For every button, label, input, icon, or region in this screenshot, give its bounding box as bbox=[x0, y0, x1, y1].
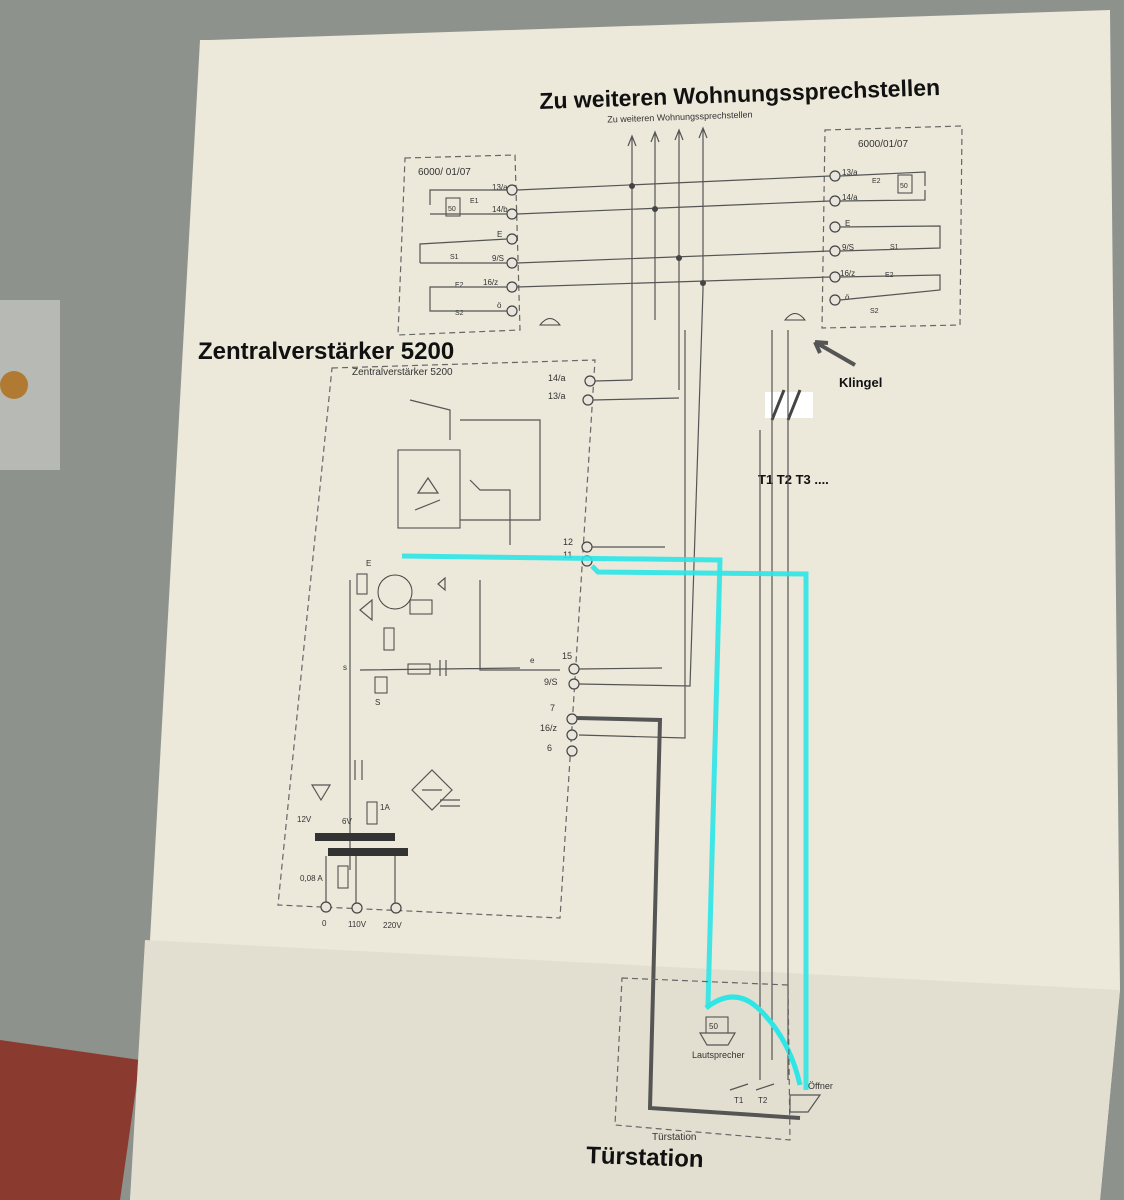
amplifier-block: Zentralverstärker 5200 14/a 13/a 12 11 E… bbox=[277, 359, 596, 930]
door-station: 50 Lautsprecher T1 T2 Öffner Türstation bbox=[614, 977, 833, 1143]
right-intercom-unit: 6000/01/07 50 13/a 14/a E 9/S 16/z ö E2 … bbox=[821, 125, 963, 329]
svg-text:13/a: 13/a bbox=[492, 183, 508, 192]
svg-text:T2: T2 bbox=[758, 1096, 768, 1105]
svg-text:220V: 220V bbox=[383, 921, 402, 930]
svg-text:50: 50 bbox=[709, 1022, 718, 1031]
svg-text:16/z: 16/z bbox=[840, 269, 855, 278]
svg-text:s: s bbox=[343, 663, 347, 672]
svg-text:6V: 6V bbox=[342, 817, 352, 826]
left-speaker-icon bbox=[445, 197, 461, 217]
schematic-paper bbox=[130, 10, 1120, 1200]
svg-text:S2: S2 bbox=[455, 310, 464, 317]
svg-text:6: 6 bbox=[547, 743, 552, 753]
svg-text:16/z: 16/z bbox=[540, 723, 558, 733]
svg-text:ö: ö bbox=[845, 293, 850, 302]
opener-label: Öffner bbox=[808, 1081, 833, 1091]
svg-text:11: 11 bbox=[563, 550, 572, 560]
svg-text:16/z: 16/z bbox=[483, 278, 498, 287]
svg-text:E2: E2 bbox=[455, 282, 464, 289]
svg-text:S1: S1 bbox=[450, 254, 459, 261]
transformer-primary bbox=[315, 833, 395, 841]
svg-text:0: 0 bbox=[322, 919, 327, 928]
speaker-label: Lautsprecher bbox=[692, 1050, 745, 1060]
svg-text:7: 7 bbox=[550, 703, 555, 713]
door-opener-icon bbox=[789, 1094, 822, 1113]
door-bus-wires bbox=[759, 330, 789, 1080]
marker-line-7 bbox=[576, 716, 801, 1120]
svg-text:110V: 110V bbox=[348, 920, 367, 929]
svg-text:9/S: 9/S bbox=[492, 254, 504, 263]
svg-text:e: e bbox=[530, 656, 535, 665]
svg-text:0,08 A: 0,08 A bbox=[300, 874, 323, 883]
svg-text:ö: ö bbox=[497, 301, 502, 310]
taster-label: T1 T2 T3 .... bbox=[758, 472, 829, 487]
left-intercom-unit: 6000/ 01/07 50 13/a 14/b E 9/S 16/z ö E1… bbox=[397, 154, 521, 336]
svg-text:S1: S1 bbox=[890, 244, 899, 251]
amplifier-icon bbox=[397, 449, 461, 529]
roll-core bbox=[0, 371, 28, 399]
right-speaker-icon bbox=[897, 174, 913, 194]
amp-title: Zentralverstärker 5200 bbox=[198, 338, 454, 365]
svg-text:50: 50 bbox=[448, 206, 456, 213]
svg-text:14/a: 14/a bbox=[842, 193, 858, 202]
amp-bus-wires bbox=[578, 289, 704, 739]
bell-arrow bbox=[813, 340, 856, 367]
svg-text:12V: 12V bbox=[297, 815, 312, 824]
door-small-label: Türstation bbox=[652, 1132, 696, 1143]
svg-text:T1: T1 bbox=[734, 1096, 744, 1105]
amp-small-label: Zentralverstärker 5200 bbox=[352, 367, 453, 378]
svg-text:E2: E2 bbox=[872, 178, 881, 185]
transistor-icon bbox=[377, 574, 413, 610]
svg-text:13/a: 13/a bbox=[842, 168, 858, 177]
transformer-secondary bbox=[328, 848, 408, 856]
svg-text:E1: E1 bbox=[470, 198, 479, 205]
svg-text:15: 15 bbox=[562, 651, 572, 661]
right-unit-label: 6000/01/07 bbox=[858, 139, 908, 150]
svg-text:14/a: 14/a bbox=[548, 373, 566, 383]
svg-text:S: S bbox=[375, 698, 380, 707]
svg-text:E: E bbox=[366, 559, 371, 568]
bell-label: Klingel bbox=[839, 375, 882, 390]
svg-text:12: 12 bbox=[563, 537, 573, 547]
highlighted-wires bbox=[401, 553, 809, 1090]
bell-icons bbox=[538, 313, 807, 326]
svg-text:14/b: 14/b bbox=[492, 205, 508, 214]
left-unit-label: 6000/ 01/07 bbox=[418, 167, 471, 178]
svg-text:50: 50 bbox=[900, 183, 908, 190]
svg-text:E: E bbox=[845, 219, 850, 228]
door-title: Türstation bbox=[586, 1142, 704, 1173]
svg-text:9/S: 9/S bbox=[544, 677, 558, 687]
break-marker bbox=[770, 389, 802, 421]
svg-text:9/S: 9/S bbox=[842, 243, 854, 252]
bus-lines bbox=[516, 175, 831, 288]
svg-text:E: E bbox=[497, 230, 502, 239]
brick-floor bbox=[0, 1040, 140, 1200]
up-arrows bbox=[627, 126, 708, 390]
paper-fold bbox=[130, 940, 1120, 1200]
svg-text:13/a: 13/a bbox=[548, 391, 566, 401]
svg-text:1A: 1A bbox=[380, 803, 390, 812]
svg-text:S2: S2 bbox=[870, 308, 879, 315]
